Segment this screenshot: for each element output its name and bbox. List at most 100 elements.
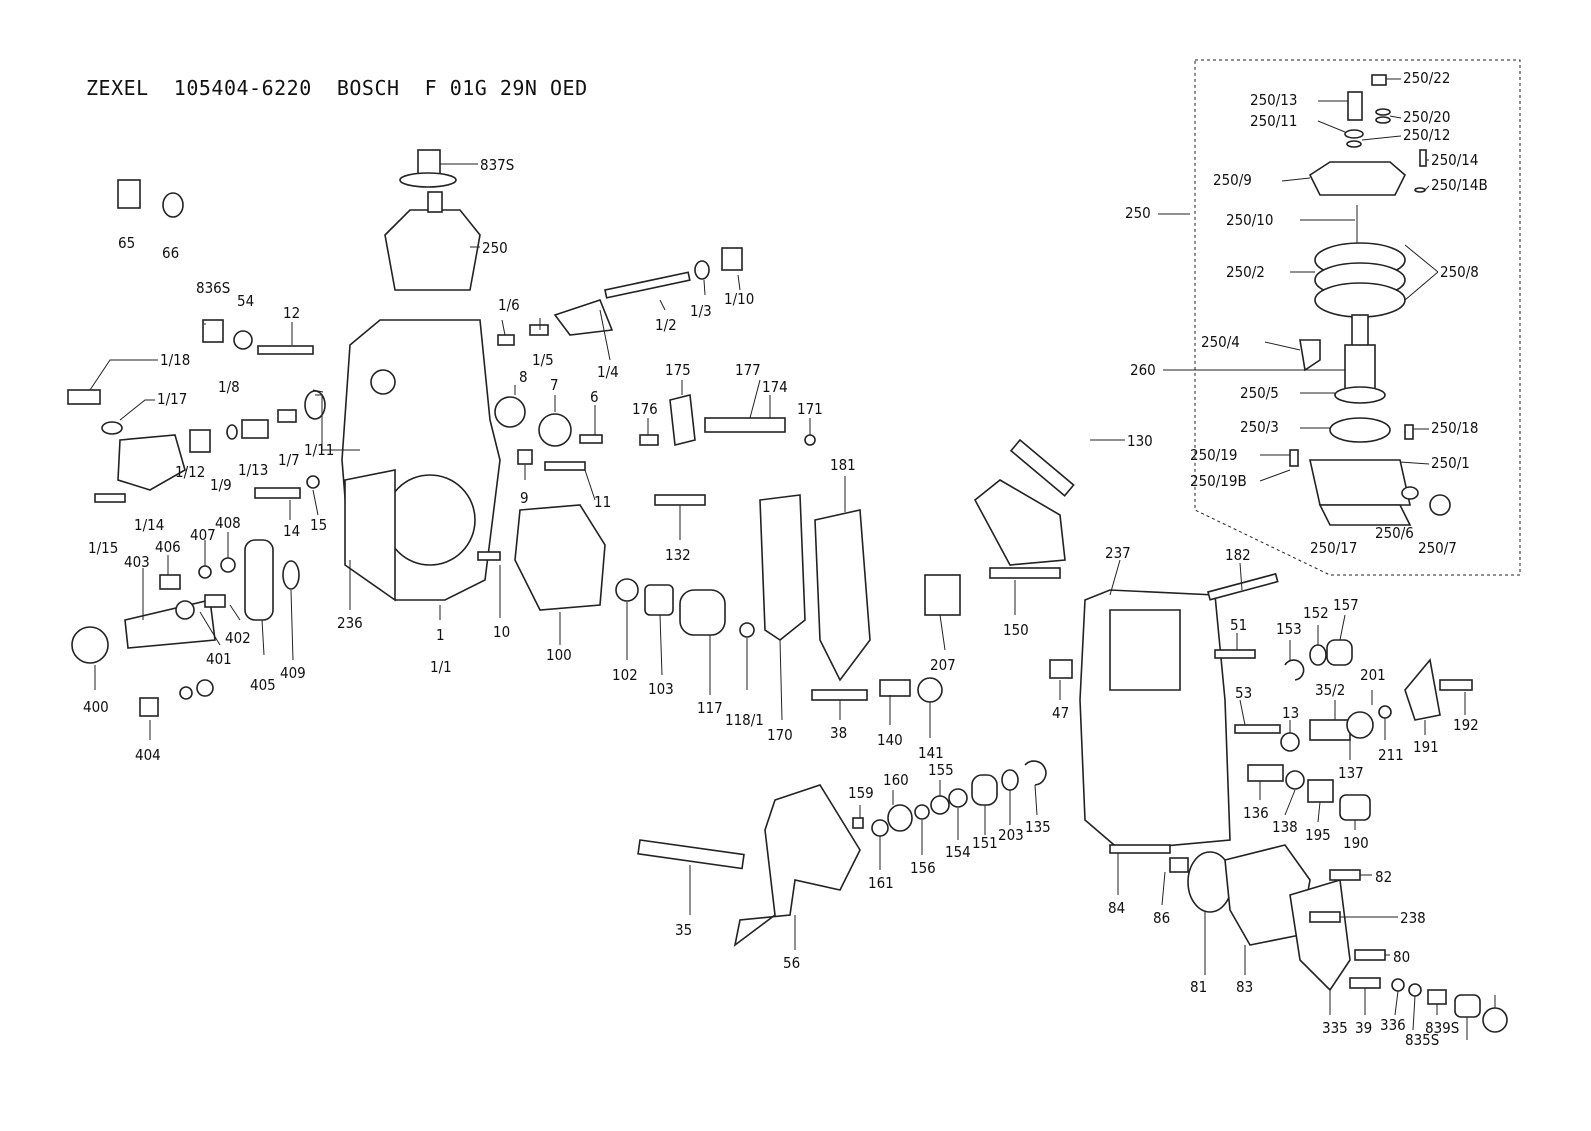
pin-176 [639,434,659,446]
ring-152b [1001,769,1019,791]
ring-335 [1391,978,1405,992]
label-138: 190 [1343,834,1369,852]
plate-403 [124,599,216,649]
spring-1-6 [497,334,515,346]
label-203: 137 [1338,764,1364,782]
flange-405 [244,539,274,621]
bolt-406 [159,574,181,590]
plug-65 [117,179,141,209]
label-66: 66 [162,244,179,262]
label-6: 6 [590,388,599,406]
part-160 [887,804,913,832]
bolt-6 [579,434,603,444]
oring-1-11 [304,390,326,420]
part-138 [1339,794,1371,821]
label-250-19b: 250/19B [1190,472,1247,490]
spring-132 [654,494,706,506]
label-151: 151 [972,834,998,852]
label-65: 65 [118,234,135,252]
label-1-12: 1/12 [175,463,205,481]
label-8: 8 [519,368,528,386]
part-151 [971,774,998,806]
plug-1-12 [189,429,211,453]
part-402 [204,594,226,608]
label-260: 260 [1130,361,1156,379]
label-10: 10 [493,623,510,641]
label-250-8: 250/8 [1440,263,1479,281]
label-1-8: 1/8 [218,378,240,396]
label-405: 405 [250,676,276,694]
label-12: 12 [283,304,300,322]
label-1-17: 1/17 [157,390,187,408]
label-207: 207 [930,656,956,674]
ring-154 [948,788,968,808]
label-250-7: 250/7 [1418,539,1457,557]
label-152: 152 [1303,604,1329,622]
label-154: 154 [945,843,971,861]
bolt-11 [544,461,586,471]
label-404: 404 [135,746,161,764]
label-170: 170 [767,726,793,744]
part-140 [879,679,911,697]
label-86: 238 [1400,909,1426,927]
label-250-6: 250/6 [1375,524,1414,542]
part-103 [644,584,674,616]
label-407: 407 [190,526,216,544]
nut-171 [804,434,816,446]
label-250-14b: 250/14B [1431,176,1488,194]
label-137: 138 [1272,818,1298,836]
label-250-12: 250/12 [1403,126,1450,144]
label-335: 336 [1380,1016,1406,1034]
label-153b: 135 [1025,818,1051,836]
ring-156 [914,804,930,820]
main-leaders [89,163,1496,1040]
label-250-inset: 250 [1125,204,1151,222]
bolt-84 [1329,869,1361,881]
label-250-20: 250/20 [1403,108,1450,126]
inset-frame [1194,59,1521,576]
gasket-250-17 [1318,504,1412,526]
label-250-22: 250/22 [1403,69,1450,87]
label-236: 236 [337,614,363,632]
label-181: 181 [830,456,856,474]
label-1-5: 1/5 [532,351,554,369]
part-9 [517,449,533,465]
label-51: 51 [1230,616,1247,634]
nut-13 [1280,732,1300,752]
spring-1-7 [277,409,297,423]
ring-161 [871,819,889,837]
bolt-83 [1349,977,1381,989]
label-54: 54 [237,292,254,310]
washer-7 [538,413,572,447]
main-parts [67,149,1508,1033]
label-1-1: 1/1 [430,658,452,676]
label-80: 83 [1236,978,1253,996]
label-250-10: 250/10 [1226,211,1273,229]
label-82: 80 [1393,948,1410,966]
bolt-82 [1354,949,1386,961]
clip-153b [1024,760,1047,786]
bolt-10 [477,551,501,561]
ring-137 [1285,770,1305,790]
label-152b: 203 [998,826,1024,844]
label-1-14: 1/14 [134,516,164,534]
label-238: 81 [1190,978,1207,996]
washer-66 [162,192,184,218]
label-192: 192 [1453,716,1479,734]
cover-250-9 [1308,161,1406,196]
part-336 [1427,989,1447,1005]
rod-174 [704,417,786,433]
part-136 [1307,779,1334,803]
label-39: 835S [1405,1031,1439,1049]
block-207 [924,574,961,616]
bolt-182 [1207,572,1279,601]
bolt-250-22 [1371,74,1387,86]
label-38: 38 [830,724,847,742]
label-250-17: 250/17 [1310,539,1357,557]
label-47: 47 [1052,704,1069,722]
label-250-11: 250/11 [1250,112,1297,130]
label-250-14: 250/14 [1431,151,1478,169]
label-175: 175 [665,361,691,379]
label-157: 157 [1333,596,1359,614]
part-839s [1454,994,1481,1018]
